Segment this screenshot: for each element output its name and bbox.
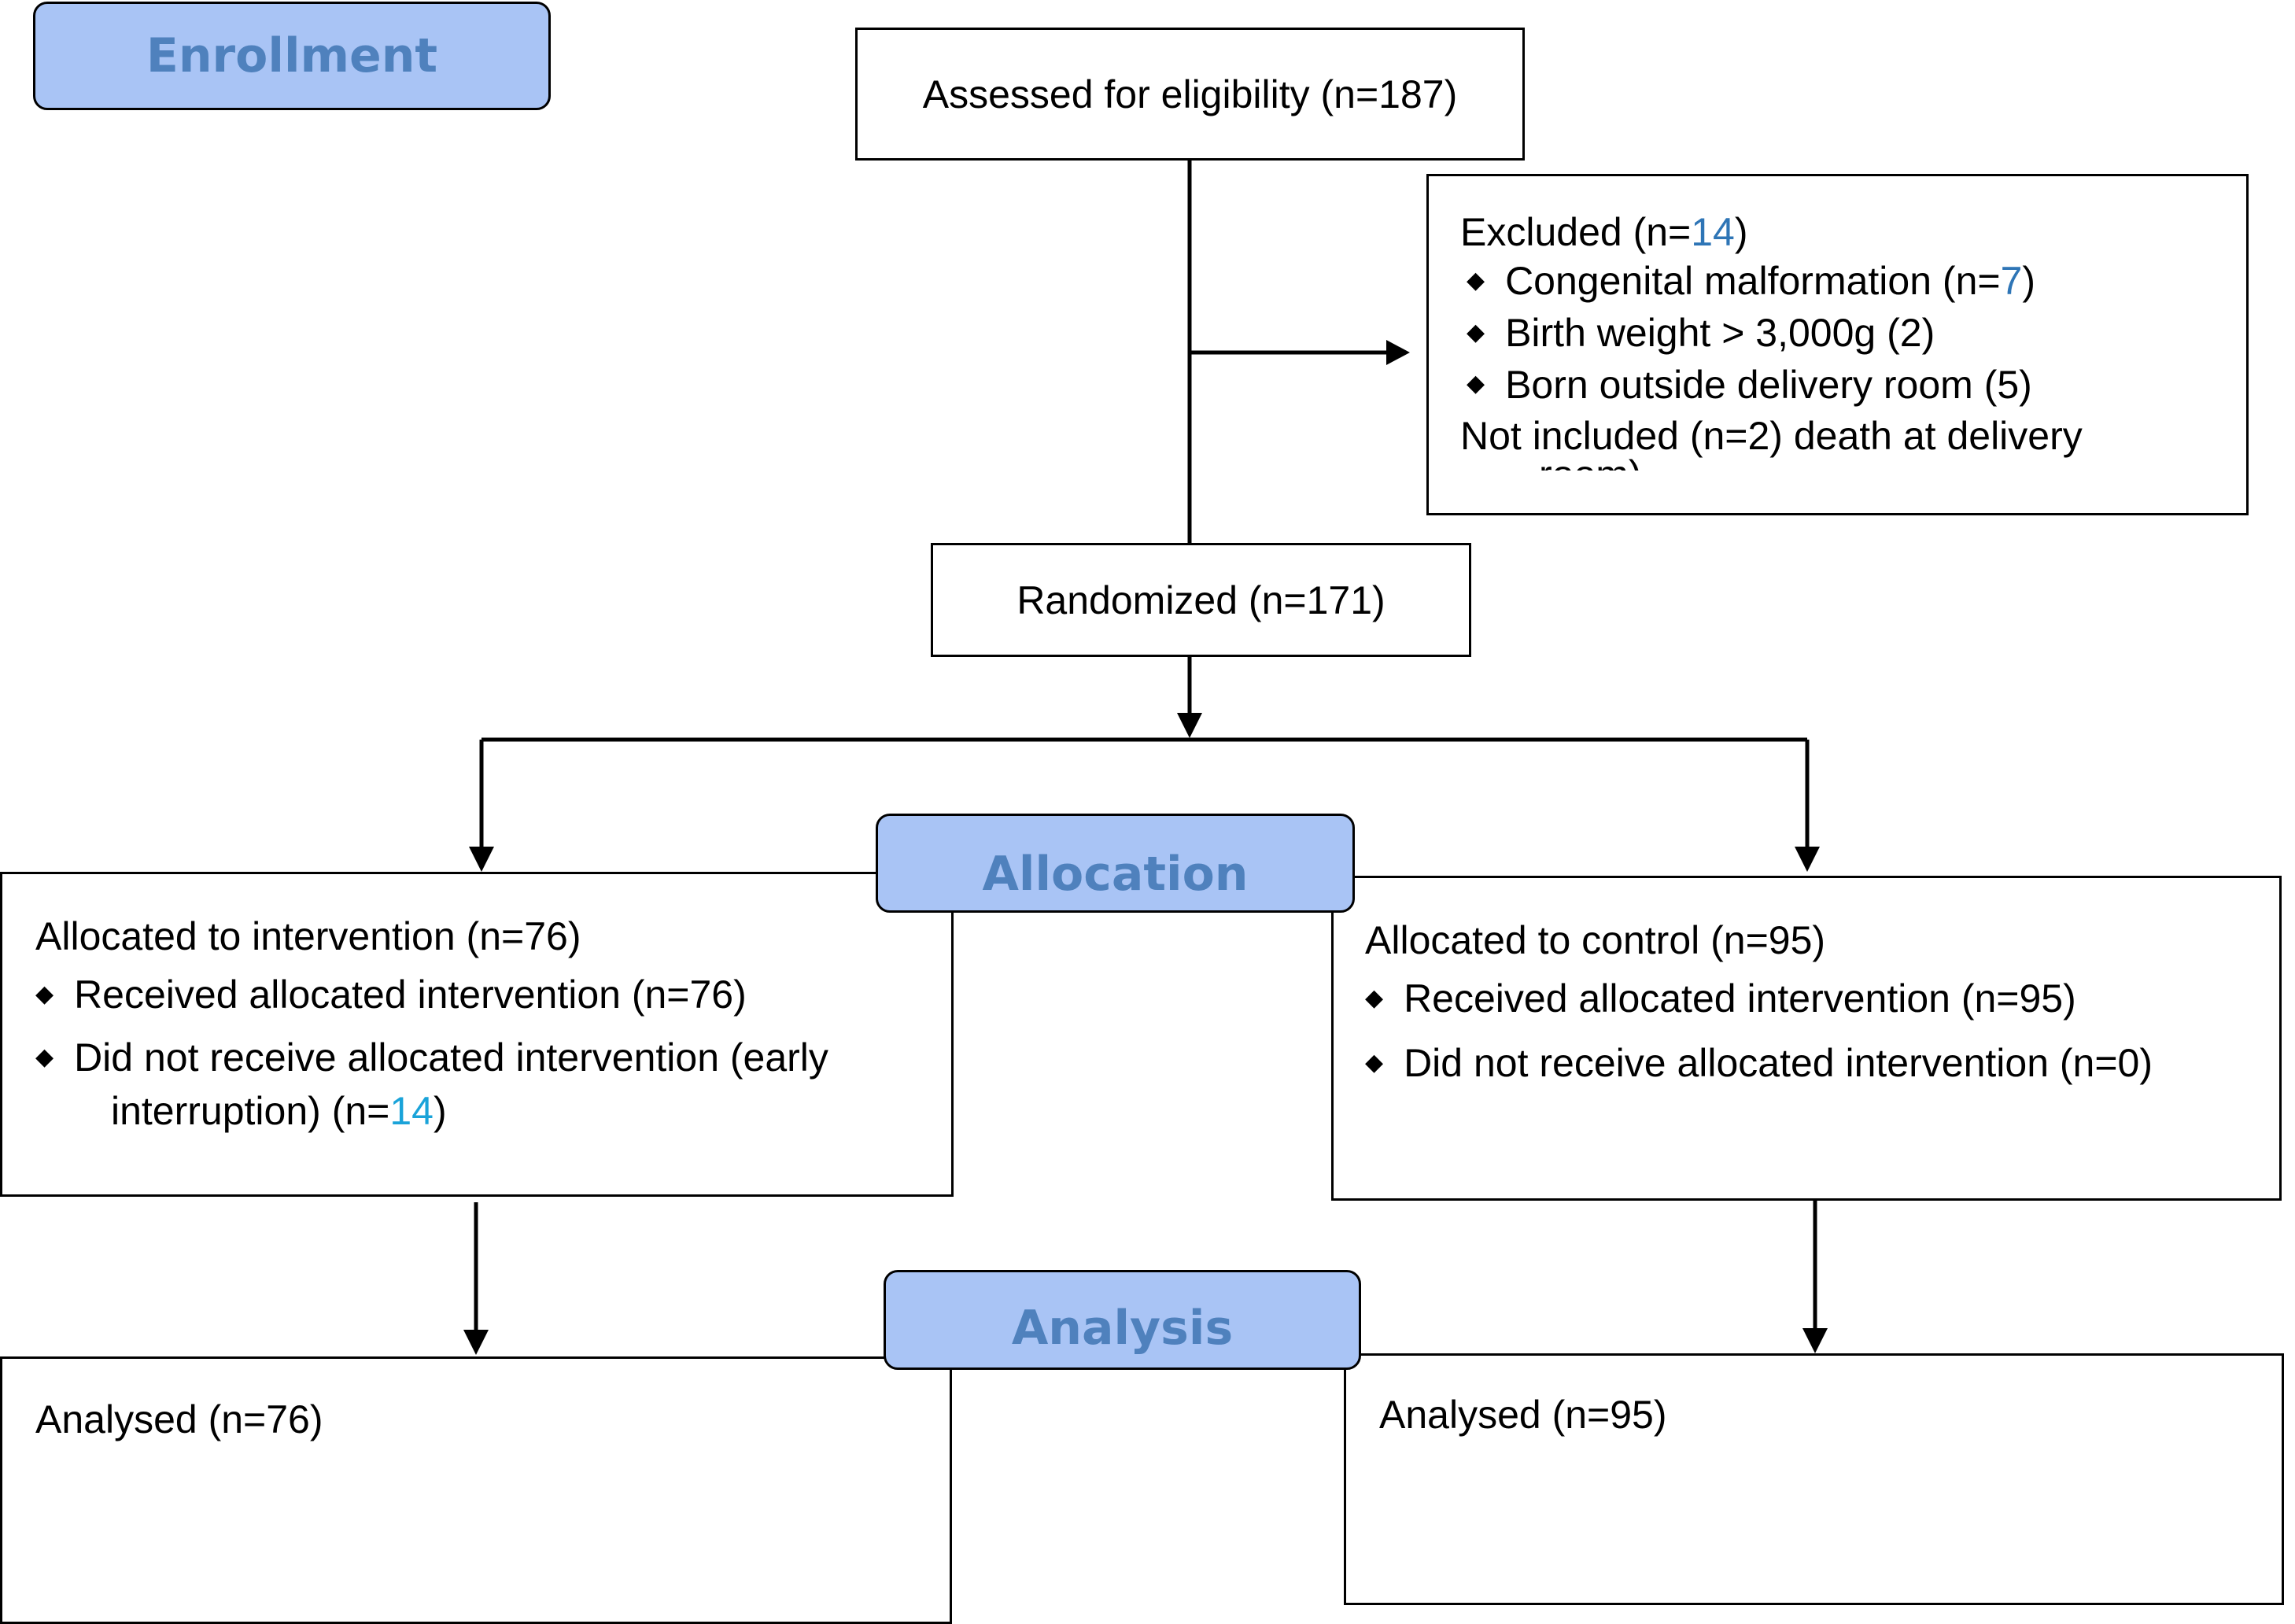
- excluded-item-congenital: ◆ Congenital malformation (n=7): [1460, 257, 2083, 308]
- arrowhead-excluded: [1386, 340, 1410, 365]
- bullet-icon: ◆: [1365, 1049, 1384, 1076]
- analysed-intervention-box: Analysed (n=76): [0, 1356, 952, 1624]
- intervention-not-received-prefix: interruption) (n=: [111, 1088, 390, 1133]
- control-title: Allocated to control (n=95): [1365, 918, 1826, 962]
- excluded-item-birth-weight: ◆ Birth weight > 3,000g (2): [1460, 308, 2083, 360]
- intervention-item-received: ◆ Received allocated intervention (n=76): [35, 965, 828, 1027]
- analysis-stage-label: Analysis: [884, 1270, 1361, 1370]
- not-included-line2: room): [1539, 450, 1642, 471]
- assessed-label: Assessed for eligibility (n=187): [922, 72, 1458, 116]
- excluded-item-born-outside: ◆ Born outside delivery room (5): [1460, 360, 2083, 412]
- assessed-box: Assessed for eligibility (n=187): [855, 28, 1525, 161]
- excluded-box: Excluded (n=14) ◆ Congenital malformation…: [1426, 174, 2249, 515]
- intervention-not-received-suffix: ): [433, 1088, 447, 1133]
- birth-weight-text: Birth weight > 3,000g (2): [1505, 310, 1935, 355]
- enrollment-stage-text: Enrollment: [146, 28, 438, 83]
- intervention-content: Allocated to intervention (n=76) ◆ Receiv…: [35, 907, 828, 1135]
- enrollment-stage-label: Enrollment: [33, 2, 551, 110]
- excluded-title-prefix: Excluded (n=: [1460, 210, 1692, 254]
- arrowhead-analysed-control: [1802, 1328, 1828, 1353]
- intervention-allocation-box: Allocated to intervention (n=76) ◆ Receiv…: [0, 872, 954, 1197]
- analysed-intervention-label: Analysed (n=76): [35, 1397, 323, 1441]
- arrowhead-randomized: [1177, 713, 1202, 738]
- control-not-received-text: Did not receive allocated intervention (…: [1404, 1040, 2153, 1085]
- arrowhead-intervention: [469, 847, 494, 872]
- analysis-stage-text: Analysis: [1011, 1301, 1234, 1356]
- intervention-item-not-received-cont: interruption) (n=14): [35, 1087, 828, 1135]
- not-included-line2-clip: room): [1429, 450, 2246, 471]
- control-item-received: ◆ Received allocated intervention (n=95): [1365, 969, 2153, 1031]
- bullet-icon: ◆: [1467, 319, 1485, 345]
- intervention-title: Allocated to intervention (n=76): [35, 914, 581, 958]
- excluded-title-suffix: ): [1734, 210, 1748, 254]
- intervention-not-received-line1: Did not receive allocated intervention (…: [74, 1035, 828, 1080]
- excluded-content: Excluded (n=14) ◆ Congenital malformation…: [1460, 208, 2083, 460]
- arrowhead-control: [1795, 847, 1820, 872]
- bullet-icon: ◆: [1467, 371, 1485, 397]
- arrowhead-analysed-intervention: [463, 1330, 489, 1355]
- intervention-item-not-received: ◆ Did not receive allocated intervention …: [35, 1032, 828, 1087]
- randomized-label: Randomized (n=171): [1017, 578, 1385, 622]
- excluded-title: Excluded (n=14): [1460, 208, 2083, 257]
- congenital-prefix: Congenital malformation (n=: [1505, 259, 2001, 303]
- born-outside-text: Born outside delivery room (5): [1505, 362, 2032, 407]
- not-included-line1: Not included (n=2) death at delivery: [1460, 414, 2083, 459]
- intervention-not-received-count: 14: [389, 1088, 434, 1133]
- analysed-control-box: Analysed (n=95): [1344, 1353, 2284, 1605]
- intervention-received-text: Received allocated intervention (n=76): [74, 973, 747, 1017]
- excluded-count: 14: [1691, 210, 1735, 254]
- allocation-stage-text: Allocation: [982, 847, 1249, 902]
- randomized-box: Randomized (n=171): [931, 543, 1471, 657]
- congenital-count: 7: [2000, 259, 2023, 303]
- control-item-not-received: ◆ Did not receive allocated intervention …: [1365, 1034, 2153, 1095]
- allocation-stage-label: Allocation: [876, 814, 1355, 913]
- bullet-icon: ◆: [35, 1043, 54, 1070]
- bullet-icon: ◆: [1467, 267, 1485, 293]
- congenital-suffix: ): [2022, 259, 2036, 303]
- bullet-icon: ◆: [1365, 984, 1384, 1011]
- control-allocation-box: Allocated to control (n=95) ◆ Received al…: [1331, 876, 2282, 1201]
- control-received-text: Received allocated intervention (n=95): [1404, 976, 2076, 1021]
- analysed-control-label: Analysed (n=95): [1379, 1393, 1667, 1437]
- bullet-icon: ◆: [35, 980, 54, 1007]
- control-content: Allocated to control (n=95) ◆ Received al…: [1365, 911, 2153, 1095]
